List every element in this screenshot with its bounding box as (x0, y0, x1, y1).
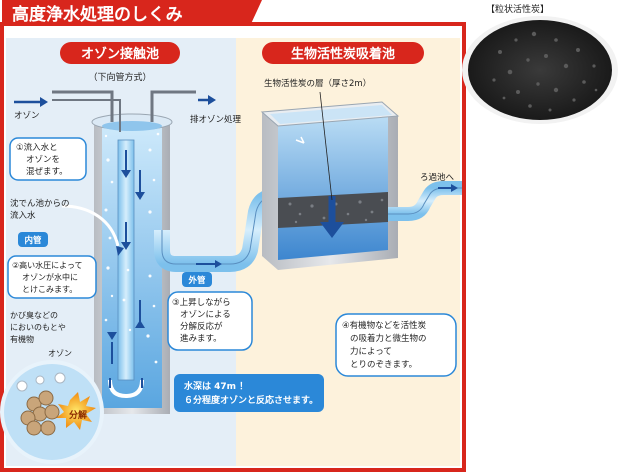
tube-bottom-curve (108, 379, 144, 399)
bio-flow-arrows (295, 136, 344, 238)
inner-badge-text: 内管 (24, 235, 42, 246)
ozone-inner-frame (52, 99, 121, 132)
depth-note-box (174, 374, 324, 412)
inner-tube (117, 139, 135, 381)
step3-line4: 進みます。 (180, 334, 222, 344)
inflow-arrow (116, 246, 124, 256)
layer-leader (319, 91, 333, 201)
step4-line2: の吸着力と微生物の (350, 333, 427, 344)
step3-line2: オゾンによる (180, 310, 231, 320)
ozone-tank-surface (102, 121, 162, 131)
ozone-flow-arrows (107, 170, 145, 340)
step1-line1: ①流入水と (16, 142, 58, 153)
step2-text: ②高い水圧によって オゾンが水中に とけこみます。 (12, 260, 85, 294)
molecule-cluster (16, 372, 66, 436)
sample-label: 【粒状活性炭】 (486, 3, 549, 15)
step1-text: ①流入水と オゾンを 混ぜます。 (16, 142, 68, 177)
ozone-heading: オゾン接触池 (81, 46, 159, 62)
inflow-label: 沈でん池からの 流入水 (10, 198, 72, 221)
carbon-granules (492, 31, 598, 112)
inflow-line1: 沈でん池からの (10, 198, 70, 209)
carbon-sample (468, 20, 612, 120)
step3-text: ③上昇しながら オゾンによる 分解反応が 進みます。 (172, 297, 233, 344)
step1-box (9, 137, 87, 181)
step2-line1: ②高い水圧によって (12, 260, 83, 270)
inner-badge (18, 232, 48, 247)
bottom-arrows (109, 378, 143, 388)
step1-line3: 混ぜます。 (26, 166, 68, 177)
page-title: 高度浄水処理のしくみ (12, 4, 183, 25)
ozone-inlet-frame (52, 90, 114, 122)
step4-line1: ④有機物などを活性炭 (342, 320, 427, 331)
step4-box (335, 313, 457, 377)
odor-line2: においのもとや (10, 323, 66, 332)
exhaust-frame (150, 90, 196, 122)
bio-tank-surface (270, 105, 392, 124)
exhaust-arrow (198, 95, 216, 105)
step4-line4: とりのぞきます。 (350, 360, 417, 370)
decompose-label: 分解 (69, 409, 87, 421)
depth-line2: ６分程度オゾンと反応させます。 (184, 394, 318, 406)
outer-badge (182, 272, 212, 287)
ozone-subheading: （下向管方式） (88, 71, 151, 83)
outer-badge-text: 外管 (187, 275, 206, 286)
inflow-line (61, 204, 120, 247)
bio-heading: 生物活性炭吸着池 (291, 46, 395, 62)
step3-line3: 分解反応が (180, 321, 223, 332)
step3-box (167, 291, 253, 351)
ozone-flow-lines (111, 150, 141, 364)
to-filter-label: ろ過池へ (420, 172, 455, 183)
layer-label: 生物活性炭の層（厚さ2m） (264, 78, 371, 89)
depth-note-text: 水深は 47m ！ ６分程度オゾンと反応させます。 (184, 380, 318, 406)
ozone-heading-pill (60, 42, 180, 64)
step4-line3: 力によって (350, 346, 392, 357)
step1-line2: オゾンを (26, 155, 60, 165)
odor-line1: かび臭などの (10, 310, 58, 320)
odor-note: かび臭などの においのもとや 有機物 (10, 310, 68, 344)
outflow-arrow (438, 184, 458, 192)
odor-line3: 有機物 (10, 334, 34, 344)
depth-line1: 水深は 47m ！ (184, 380, 248, 392)
ozone-in-arrow (14, 97, 48, 107)
step2-line2: オゾンが水中に (22, 272, 78, 282)
step3-line1: ③上昇しながら (172, 297, 231, 308)
bio-tank-water (278, 110, 388, 260)
bio-heading-pill (262, 42, 424, 64)
title-banner (2, 0, 262, 26)
step4-text: ④有機物などを活性炭 の吸着力と微生物の 力によって とりのぞきます。 (342, 320, 429, 370)
ozone-bubbles (104, 132, 160, 364)
odor-ozone-label: オゾン (48, 349, 72, 358)
step2-line3: とけこみます。 (22, 285, 77, 294)
decompose-burst (56, 392, 96, 430)
step2-box (7, 255, 97, 299)
ozone-in-label: オゾン (14, 111, 40, 121)
inflow-line2: 流入水 (10, 210, 36, 221)
exhaust-label: 排オゾン処理 (190, 114, 242, 125)
